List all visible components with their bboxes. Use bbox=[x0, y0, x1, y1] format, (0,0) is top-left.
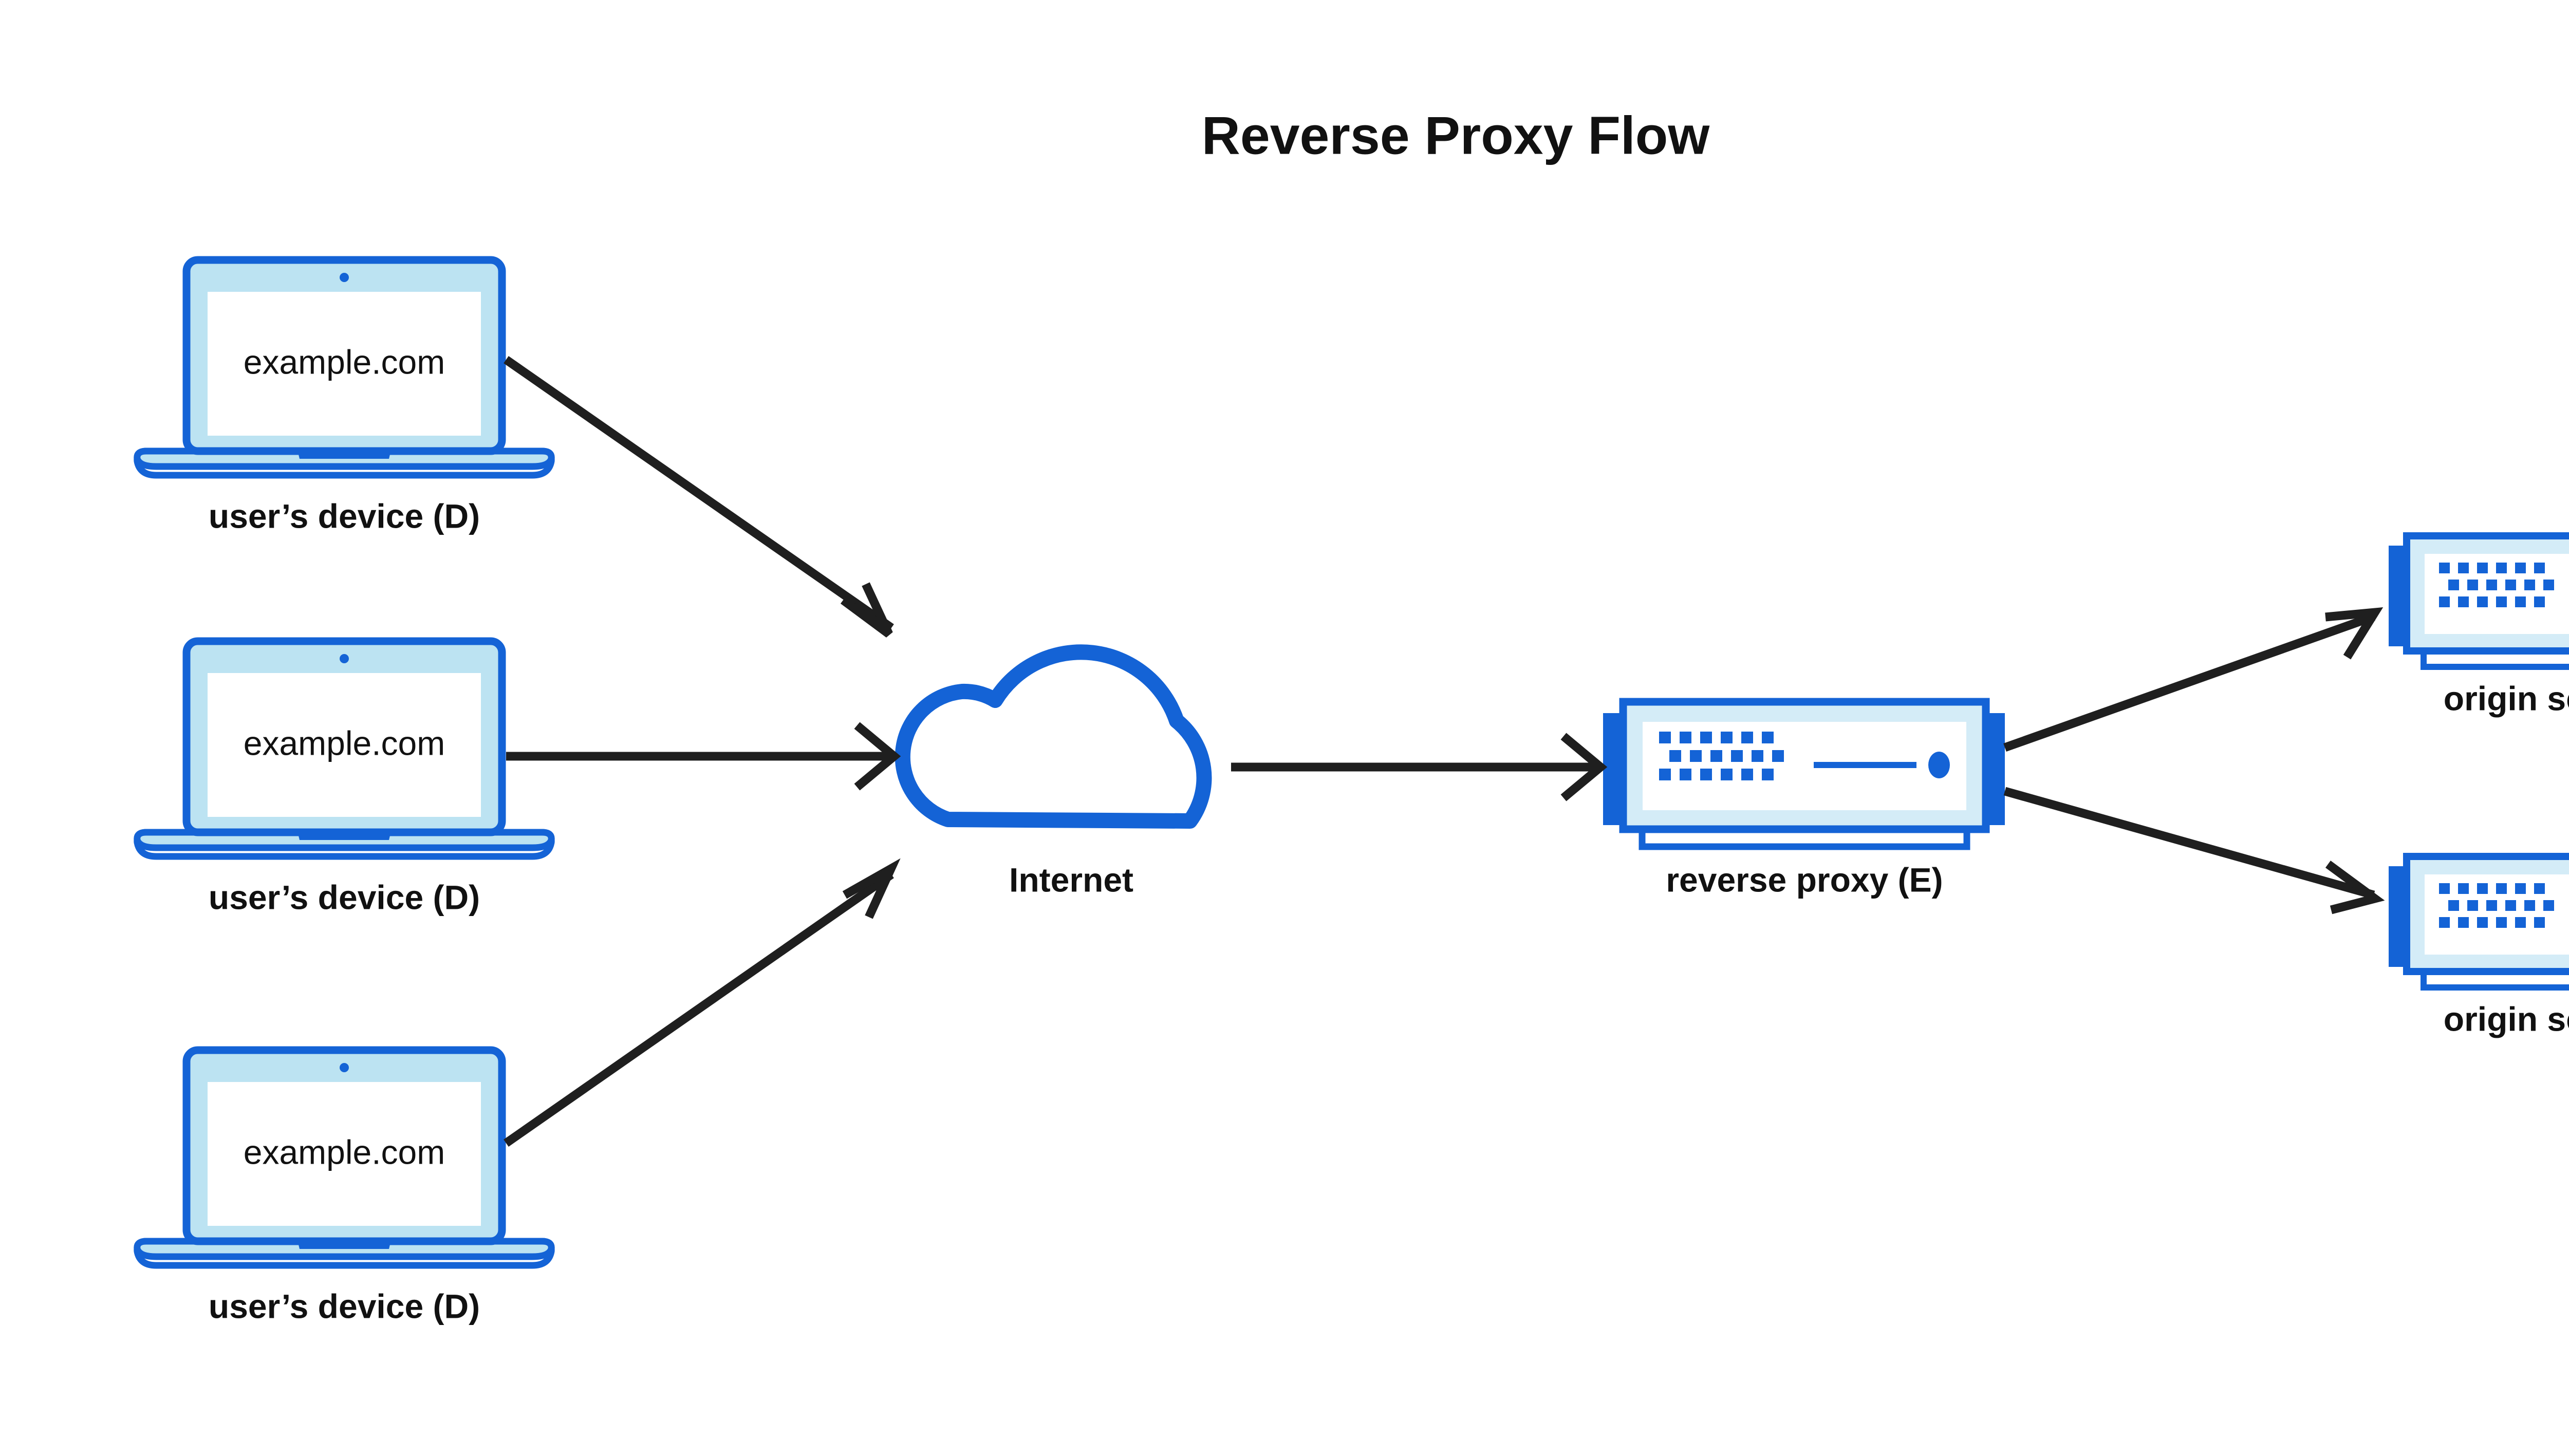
node-origin-server-top[interactable]: origin server (F) bbox=[2389, 532, 2569, 717]
edge-device-middle-to-internet bbox=[506, 722, 901, 791]
edge-device-top-to-internet bbox=[504, 356, 894, 638]
edge-reverse-proxy-to-origin-bottom bbox=[2003, 787, 2385, 914]
node-label-reverse-proxy: reverse proxy (E) bbox=[1666, 861, 1943, 899]
node-user-device-top[interactable]: example.com user’s device (D) bbox=[134, 256, 555, 535]
page-title: Reverse Proxy Flow bbox=[1202, 106, 1710, 165]
node-label-origin-server-top: origin server (F) bbox=[2444, 679, 2569, 717]
edge-device-bottom-to-internet bbox=[504, 858, 901, 1147]
cloud-icon bbox=[895, 644, 1212, 829]
node-internet[interactable]: Internet bbox=[895, 644, 1212, 899]
node-label-user-device-bottom: user’s device (D) bbox=[209, 1287, 480, 1325]
server-icon bbox=[2389, 853, 2569, 991]
laptop-screen-text: example.com bbox=[244, 724, 445, 762]
node-reverse-proxy[interactable]: reverse proxy (E) bbox=[1603, 698, 2005, 899]
laptop-screen-text: example.com bbox=[244, 1133, 445, 1171]
node-label-user-device-middle: user’s device (D) bbox=[209, 878, 480, 916]
node-label-origin-server-bottom: origin server (F) bbox=[2444, 1000, 2569, 1038]
node-user-device-middle[interactable]: example.com user’s device (D) bbox=[134, 637, 555, 916]
node-label-user-device-top: user’s device (D) bbox=[209, 497, 480, 535]
edge-reverse-proxy-to-origin-top bbox=[2003, 607, 2384, 752]
node-label-internet: Internet bbox=[1009, 861, 1133, 899]
laptop-screen-text: example.com bbox=[244, 343, 445, 381]
node-user-device-bottom[interactable]: example.com user’s device (D) bbox=[134, 1046, 555, 1325]
node-origin-server-bottom[interactable]: origin server (F) bbox=[2389, 853, 2569, 1038]
laptop-icon: example.com bbox=[134, 256, 555, 479]
laptop-icon: example.com bbox=[134, 1046, 555, 1269]
edge-internet-to-reverse-proxy bbox=[1231, 733, 1608, 801]
server-icon bbox=[2389, 532, 2569, 670]
laptop-icon: example.com bbox=[134, 637, 555, 860]
server-icon bbox=[1603, 698, 2005, 850]
